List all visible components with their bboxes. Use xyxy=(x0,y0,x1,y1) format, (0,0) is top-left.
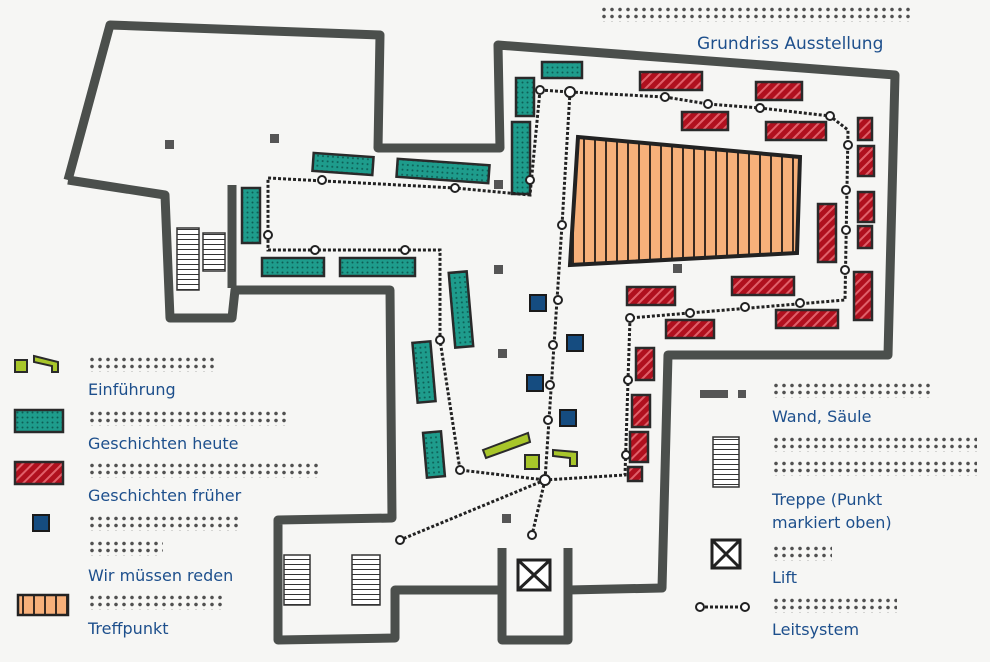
braille-label xyxy=(88,356,218,372)
legend-geschichten-frueher: Geschichten früher xyxy=(88,486,242,505)
exhibits-wir-muessen-reden xyxy=(32,294,584,532)
legend-pillar-swatch xyxy=(738,390,746,398)
legend-wand-saeule: Wand, Säule xyxy=(772,407,872,426)
braille-label xyxy=(88,410,288,426)
exhibits-geschichten-frueher xyxy=(13,70,876,486)
lift-icon xyxy=(516,558,552,592)
treffpunkt-area xyxy=(567,134,803,268)
braille-label xyxy=(88,540,163,556)
stairs xyxy=(176,227,381,606)
braille-label xyxy=(88,594,223,610)
legend-treppe: Treppe (Punkt markiert oben) xyxy=(772,490,892,532)
braille-title xyxy=(600,6,910,22)
braille-label xyxy=(772,460,977,476)
legend-leitsystem: Leitsystem xyxy=(772,620,860,639)
legend-stair-icon xyxy=(712,436,740,488)
legend-wall-swatch xyxy=(700,390,728,398)
walls xyxy=(63,20,900,645)
legend-treffpunkt: Treffpunkt xyxy=(88,619,169,638)
braille-label xyxy=(772,545,832,561)
legend-einfuehrung: Einführung xyxy=(88,380,176,399)
braille-label xyxy=(772,597,897,613)
braille-label xyxy=(772,436,977,452)
braille-label xyxy=(772,382,932,398)
guidance-nodes xyxy=(263,85,853,612)
legend-lift-icon xyxy=(710,538,742,570)
braille-label xyxy=(88,515,238,531)
legend-geschichten-heute: Geschichten heute xyxy=(88,434,239,453)
legend-wir-muessen-reden: Wir müssen reden xyxy=(88,566,234,585)
map-title: Grundriss Ausstellung xyxy=(697,34,884,54)
exhibits-geschichten-heute xyxy=(13,60,584,480)
braille-label xyxy=(88,462,318,478)
exhibits-einfuehrung xyxy=(14,354,578,470)
legend-lift: Lift xyxy=(772,568,797,587)
legend-treffpunkt-swatch xyxy=(16,593,70,617)
